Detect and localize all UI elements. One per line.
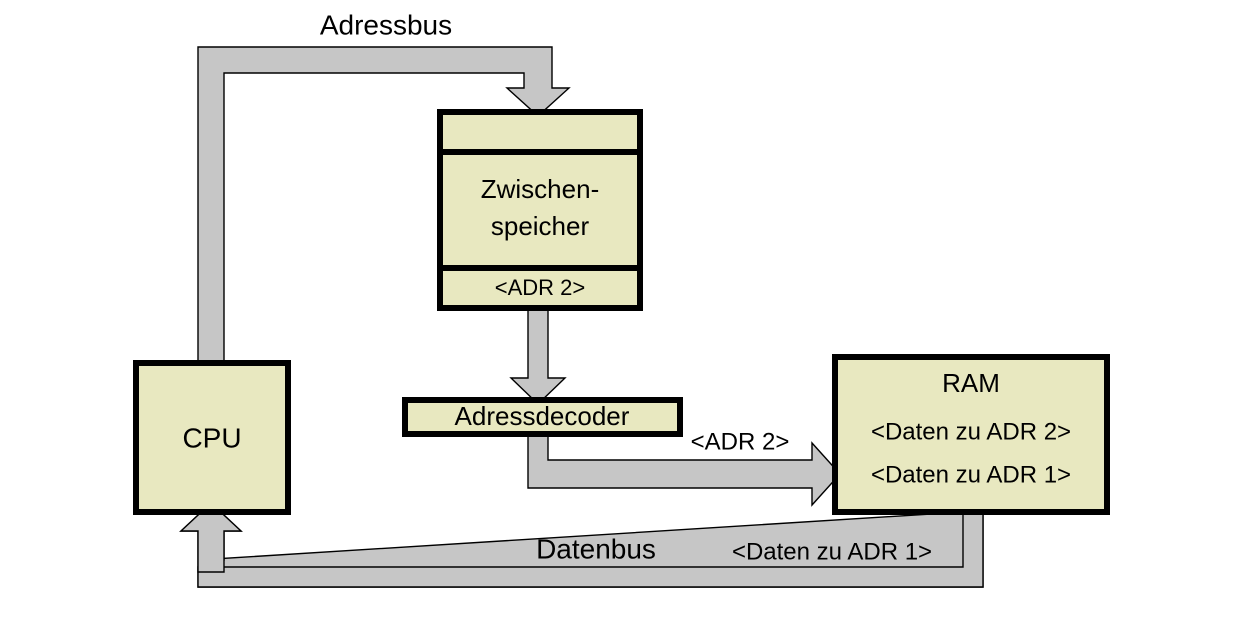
datenbus-payload-label: <Daten zu ADR 1> [732,538,932,565]
zwischenspeicher-bottom-compartment: <ADR 2> [495,275,586,300]
zwischenspeicher-node[interactable]: Zwischen- speicher <ADR 2> [437,109,643,311]
datenbus-label: Datenbus [536,533,656,564]
adressbus-connector [197,46,571,367]
decoder-to-ram-label: <ADR 2> [691,428,790,455]
decoder-to-ram-connector: <ADR 2> [527,428,841,507]
ram-node[interactable]: RAM <Daten zu ADR 2> <Daten zu ADR 1> [832,354,1110,515]
zwischenspeicher-label-line1: Zwischen- [481,174,599,204]
ram-row-2: <Daten zu ADR 1> [871,461,1071,488]
ram-row-1: <Daten zu ADR 2> [871,418,1071,445]
adressdecoder-label: Adressdecoder [455,401,630,431]
adressbus-label: Adressbus [320,9,452,40]
cpu-label: CPU [182,422,241,453]
zwischenspeicher-to-decoder-connector [509,305,567,405]
ram-title: RAM [942,368,1000,398]
adressdecoder-node[interactable]: Adressdecoder [402,397,683,437]
datenbus-connector [179,502,984,588]
cpu-node[interactable]: CPU [133,360,291,515]
zwischenspeicher-label-line2: speicher [491,211,590,241]
